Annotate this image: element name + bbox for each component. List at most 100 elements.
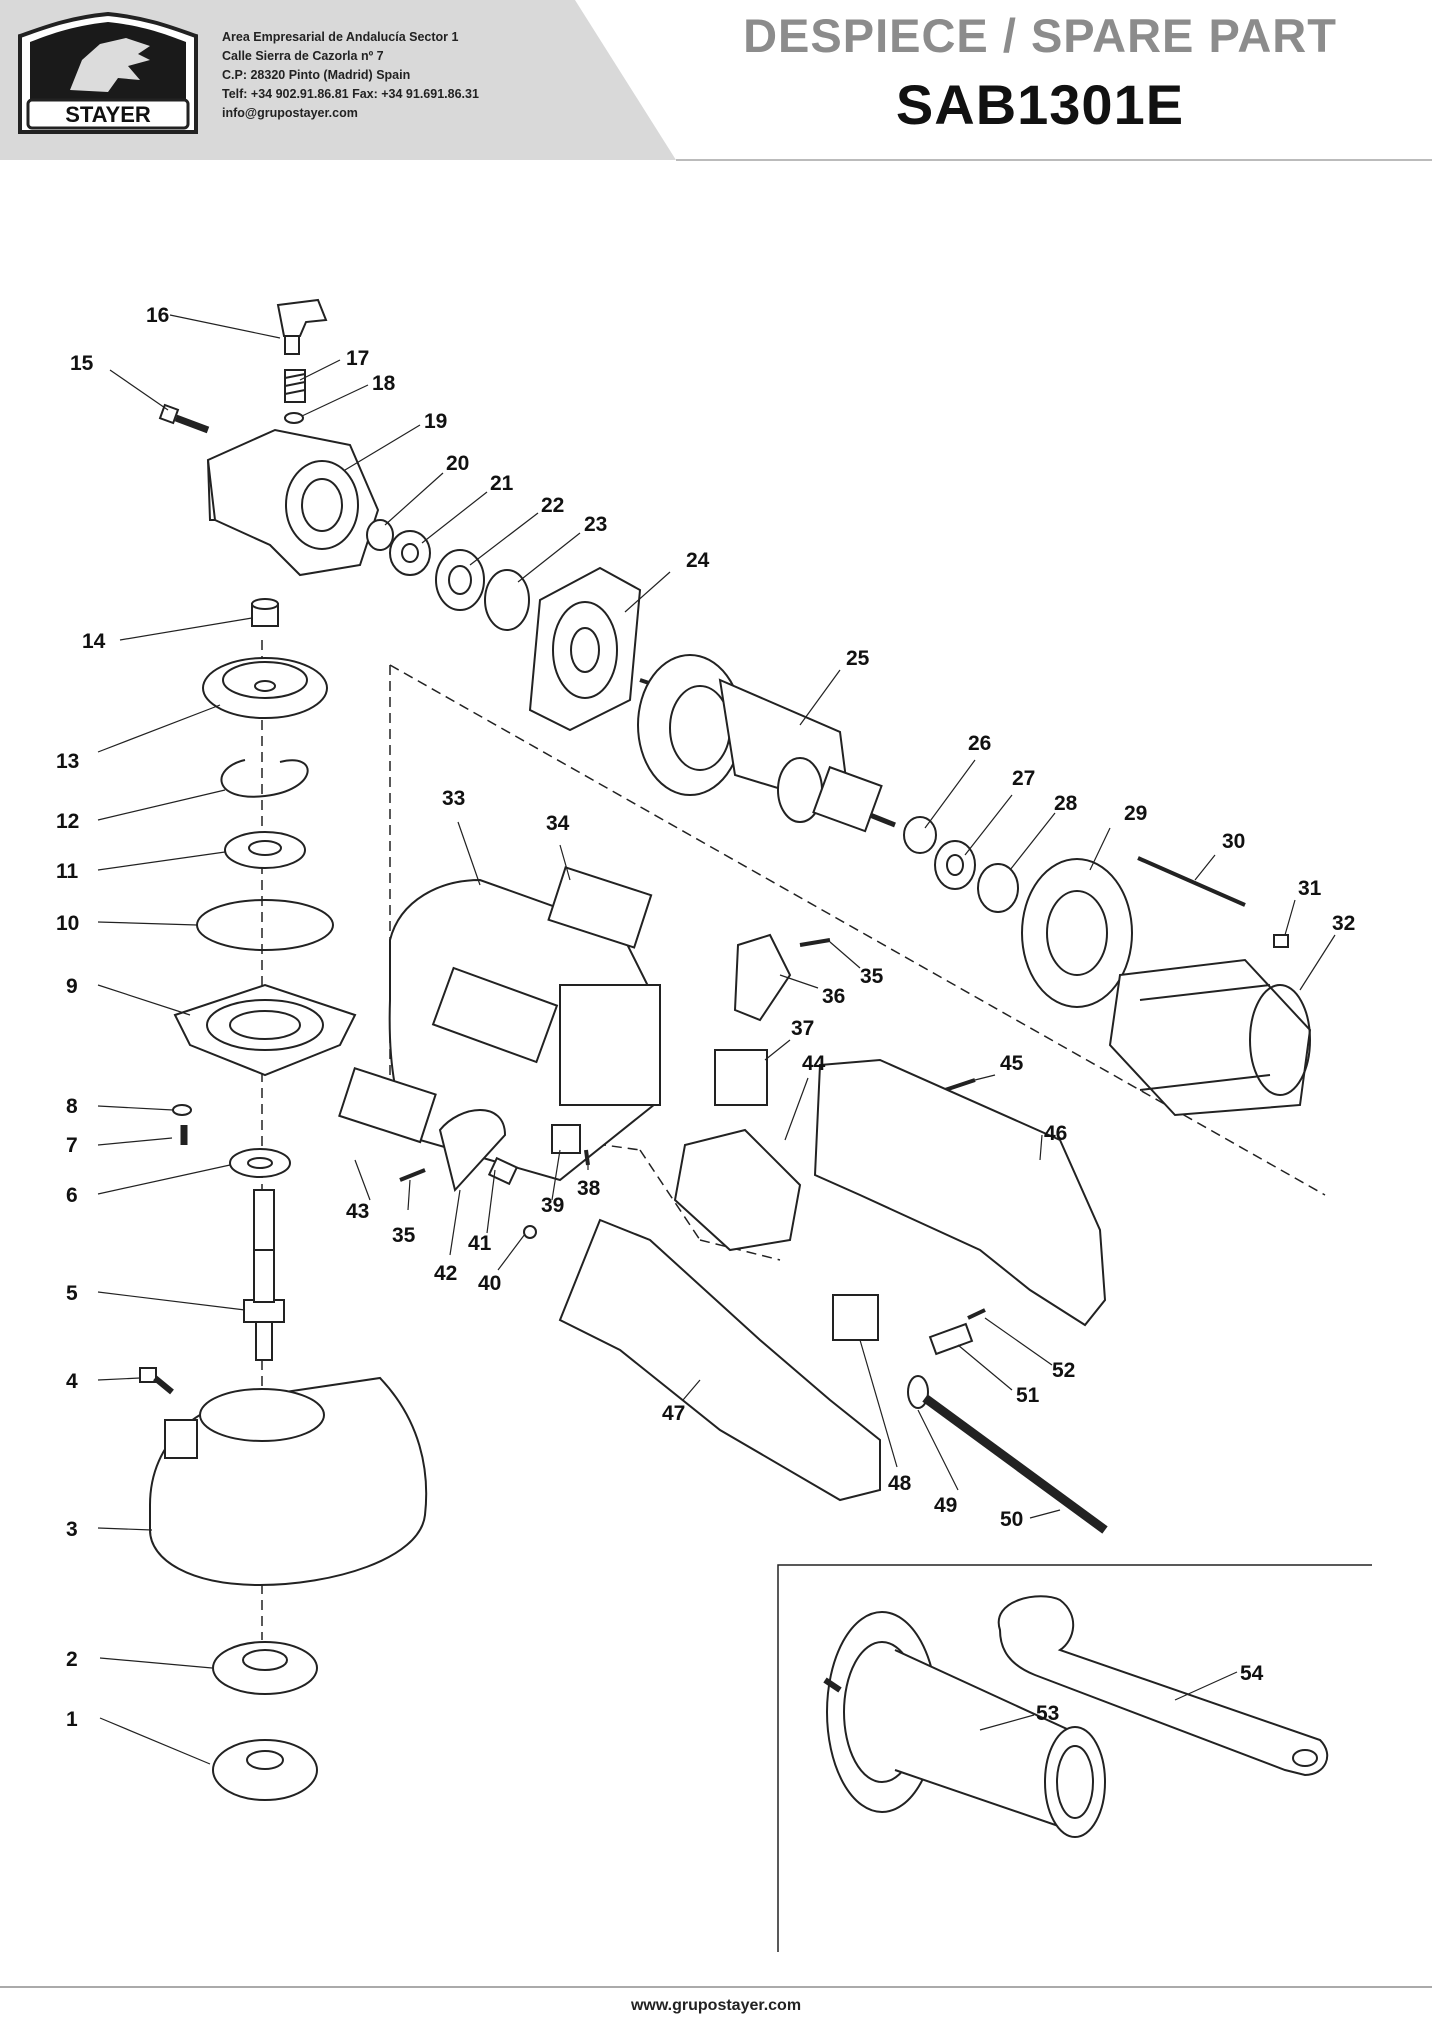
part-fan-baffle (1021, 858, 1133, 1008)
part-capacitor-37 (714, 1049, 768, 1106)
part-cable-sleeve-49 (907, 1375, 929, 1409)
part-label: 48 (888, 1472, 912, 1495)
part-labels: 1 2 3 4 5 6 7 8 9 10 11 12 13 14 15 16 1… (56, 304, 1355, 1731)
part-pinion-21 (389, 530, 431, 576)
part-label: 13 (56, 750, 79, 773)
logo-text: STAYER (65, 102, 151, 127)
part-label: 49 (934, 1494, 957, 1517)
part-bearing-flange (173, 983, 357, 1077)
phone-fax-line: Telf: +34 902.91.86.81 Fax: +34 91.691.8… (222, 87, 479, 101)
part-filter-48 (832, 1294, 879, 1341)
part-screw-52 (967, 1308, 986, 1320)
part-guard-bolt (139, 1367, 174, 1395)
part-label: 47 (662, 1402, 685, 1425)
part-brush-cover-42 (438, 1109, 507, 1193)
part-o-ring (196, 899, 334, 951)
part-label: 38 (577, 1177, 601, 1200)
part-label: 31 (1298, 877, 1322, 900)
part-label: 33 (442, 787, 465, 810)
part-label: 25 (846, 647, 870, 670)
part-power-cord-50 (922, 1394, 1108, 1534)
part-label: 7 (66, 1134, 78, 1157)
part-label: 50 (1000, 1508, 1023, 1531)
part-lock-lever (276, 298, 328, 355)
company-address: Area Empresarial de Andalucía Sector 1 C… (222, 28, 662, 123)
part-label: 46 (1044, 1122, 1067, 1145)
part-bearing-22 (435, 549, 485, 611)
part-ring-28 (977, 863, 1019, 913)
part-label: 53 (1036, 1702, 1059, 1725)
part-label: 43 (346, 1200, 369, 1223)
part-label: 42 (434, 1262, 457, 1285)
part-spring (284, 369, 306, 403)
part-label: 11 (56, 860, 79, 883)
part-washer-18 (284, 412, 304, 424)
part-bearing-11 (224, 831, 306, 869)
part-ring-23 (484, 569, 530, 631)
part-screw-35b (399, 1168, 426, 1182)
part-screw-35 (799, 938, 831, 947)
part-label: 5 (66, 1282, 78, 1305)
part-screw-45 (944, 1078, 976, 1092)
part-bevel-gear (202, 657, 328, 719)
part-gear-housing (206, 428, 380, 577)
part-label: 24 (686, 549, 710, 572)
page-title: DESPIECE / SPARE PART (743, 9, 1337, 62)
part-label: 28 (1054, 792, 1078, 815)
part-brush-holder-39 (551, 1124, 581, 1154)
part-label: 52 (1052, 1359, 1075, 1382)
accessories-frame (777, 1564, 1372, 1952)
part-label: 35 (860, 965, 884, 988)
part-bearing-plate (528, 566, 642, 732)
part-label: 1 (66, 1708, 78, 1731)
part-label: 37 (791, 1017, 814, 1040)
part-pin-spanner (997, 1595, 1329, 1777)
part-label: 23 (584, 513, 607, 536)
part-label: 3 (66, 1518, 78, 1541)
email-line: info@grupostayer.com (222, 106, 358, 120)
part-circlip (220, 759, 309, 798)
part-label: 36 (822, 985, 845, 1008)
part-label: 10 (56, 912, 79, 935)
part-long-screw (1137, 856, 1246, 907)
part-wheel-guard (149, 1376, 428, 1587)
part-label: 20 (446, 452, 469, 475)
part-label: 51 (1016, 1384, 1040, 1407)
part-label: 4 (66, 1370, 78, 1393)
part-label: 45 (1000, 1052, 1024, 1075)
part-label: 22 (541, 494, 564, 517)
footer-divider (0, 1986, 1432, 1988)
part-label: 27 (1012, 767, 1035, 790)
address-line: C.P: 28320 Pinto (Madrid) Spain (222, 68, 411, 82)
part-label-43 (338, 1066, 437, 1144)
part-label: 16 (146, 304, 169, 327)
part-label: 40 (478, 1272, 501, 1295)
part-washer-6 (229, 1148, 291, 1178)
part-label: 26 (968, 732, 991, 755)
part-screw-40 (523, 1225, 537, 1239)
part-label: 32 (1332, 912, 1355, 935)
model-number: SAB1301E (895, 73, 1185, 136)
part-label: 14 (82, 630, 106, 653)
part-nut-20 (366, 519, 394, 551)
part-brush-41 (487, 1156, 519, 1186)
part-stator (1108, 958, 1312, 1117)
part-side-handle (823, 1611, 1106, 1838)
part-cover-36 (733, 933, 792, 1022)
leader-lines (97, 314, 1336, 1765)
part-label: 21 (490, 472, 514, 495)
part-label: 18 (372, 372, 396, 395)
part-spindle (243, 1189, 285, 1361)
part-armature (637, 654, 896, 833)
part-label: 19 (424, 410, 447, 433)
part-label: 35 (392, 1224, 416, 1247)
address-line: Calle Sierra de Cazorla nº 7 (222, 49, 384, 63)
part-clip-31 (1273, 934, 1289, 948)
stayer-logo: STAYER (18, 11, 198, 134)
part-label: 39 (541, 1194, 564, 1217)
part-washer-8 (172, 1104, 192, 1116)
part-label: 17 (346, 347, 369, 370)
part-label-34 (547, 866, 653, 949)
header-background: STAYER (0, 0, 1432, 161)
